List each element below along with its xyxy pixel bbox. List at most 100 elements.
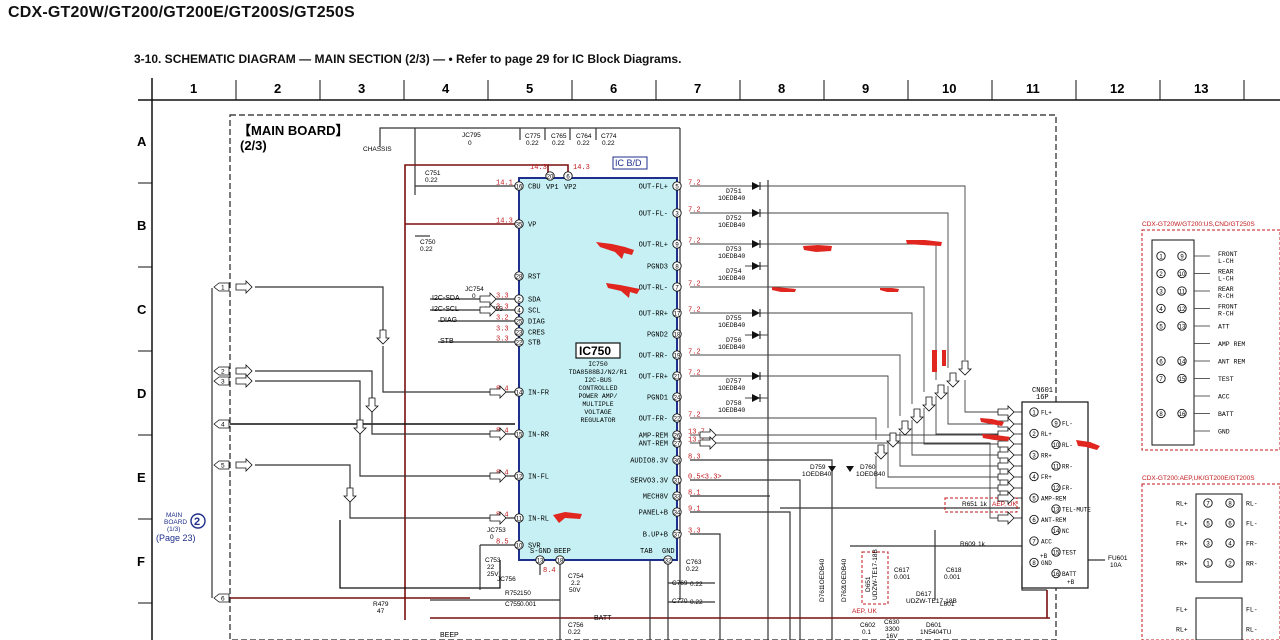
pin-number: 22 <box>516 340 523 346</box>
row-label: D <box>137 386 146 401</box>
pin-marker <box>1051 568 1061 579</box>
ic-left-pin-voltage: 3.3 <box>496 326 509 334</box>
d651-value: UDZW-TE17-18B <box>872 549 879 600</box>
cn601-pin-label: ACC <box>1041 539 1052 546</box>
ic-right-pin-voltage: 8.3 <box>688 454 701 462</box>
signal-arrow <box>489 469 507 483</box>
fu601-label: FU601 <box>1108 555 1128 562</box>
aep-row-left-label: RL+ <box>1176 501 1188 508</box>
aep-row-right-label: RL- <box>1246 501 1258 508</box>
us-row-label: AMP REM <box>1218 341 1245 348</box>
pin-marker <box>545 171 555 181</box>
pin-number: 15 <box>516 432 523 438</box>
pin-marker <box>1177 321 1187 331</box>
us-row-label: ANT REM <box>1218 359 1245 366</box>
d617-value: UDZW-TE17-18B <box>906 598 957 605</box>
c618-value: 0.001 <box>944 574 961 581</box>
net-labels: I2C-SDA I2C-SCL DIAG STB BEEP BATT <box>432 295 612 639</box>
pin-marker <box>555 555 565 565</box>
left-connector-num: 3 <box>221 379 225 386</box>
aep-row-right-label: FL- <box>1246 521 1258 528</box>
pin-marker <box>672 438 682 448</box>
signal-arrow <box>235 280 253 294</box>
signal-arrow <box>997 405 1015 419</box>
ic750-desc-line: VOLTAGE <box>584 409 611 416</box>
ic-left-pin-label: CRES <box>528 330 545 338</box>
ic-right-pin-voltage: 7.2 <box>688 412 701 420</box>
pin-number: 10 <box>1053 443 1060 449</box>
diode-type: 1OEDB40 <box>718 253 745 260</box>
pin-marker <box>514 305 524 315</box>
pin-number: 5 <box>675 184 679 190</box>
pin-marker <box>672 308 682 318</box>
pin-marker <box>672 529 682 539</box>
pin-number: 2 <box>1228 561 1232 567</box>
pin-number: 32 <box>665 558 672 564</box>
pin-number: 6 <box>566 174 570 180</box>
c769-value: 0.22 <box>690 581 703 588</box>
cn601-pin-label: TEST <box>1062 550 1077 557</box>
ic-bottom-pin-label: S-GND <box>530 548 551 556</box>
pin-number: 16 <box>1053 572 1060 578</box>
d759-type: 1OEDB40 <box>802 471 832 478</box>
pin-number: 6 <box>1159 359 1163 365</box>
us-row-label: FRONT <box>1218 304 1238 311</box>
pin-marker <box>1029 407 1039 417</box>
pin-marker <box>1051 418 1061 428</box>
c763-value: 0.22 <box>686 566 699 573</box>
ic-right-pin-label: PGND3 <box>647 264 668 272</box>
c770-value: 0.22 <box>690 599 703 606</box>
ic-top-pin-voltage: 14.3 <box>530 164 547 172</box>
pin-number: 3 <box>1159 289 1163 295</box>
column-label: 10 <box>942 81 956 96</box>
c765-value: 0.22 <box>552 140 565 147</box>
diode-ref: D754 <box>726 268 742 275</box>
pin-number: 9 <box>675 242 679 248</box>
jc753-label: JC753 <box>487 527 506 534</box>
c750-value: 0.22 <box>420 246 433 253</box>
diode-type: 1OEDB40 <box>718 344 745 351</box>
diode-symbol <box>752 331 760 339</box>
ic-right-pin-label: PANEL+B <box>639 510 668 518</box>
c754-voltage: 50V <box>569 587 581 594</box>
ic750-desc-line: CONTROLLED <box>578 385 617 392</box>
main-board-ref-l2: BOARD <box>164 519 187 526</box>
ic-right-pin-label: OUT-FR- <box>639 416 668 424</box>
d601-label: D601 <box>926 622 942 629</box>
ic-left-pin-label: CBU <box>528 184 541 192</box>
c617-label: C617 <box>894 567 910 574</box>
r651-label: R651 <box>962 501 978 508</box>
left-connector-tag <box>213 419 230 429</box>
signal-arrow <box>235 374 253 388</box>
ic-right-pin-label: OUT-FL+ <box>639 184 668 192</box>
pin-marker <box>1177 251 1187 261</box>
chassis-label: CHASSIS <box>363 146 392 153</box>
ic750-description: IC750TDA8588BJ/N2/R1I2C-BUSCONTROLLEDPOW… <box>569 361 628 424</box>
pin-marker <box>1156 303 1166 314</box>
ic-bd-label: IC B/D <box>615 158 642 168</box>
signal-arrow <box>898 420 912 436</box>
signal-arrow <box>997 448 1015 462</box>
pin-number: 4 <box>1228 541 1232 547</box>
pin-number: 18 <box>557 558 564 564</box>
pin-marker <box>535 555 545 565</box>
diode-type: 1OEDB40 <box>718 322 745 329</box>
ic750-desc-line: POWER AMP/ <box>578 393 617 400</box>
ic-right-pin-voltage: 7.2 <box>688 307 701 315</box>
diode-type: 1OEDB40 <box>718 195 745 202</box>
pin-marker <box>1051 504 1061 514</box>
cn601-type: 16P <box>1036 394 1049 402</box>
pin-marker <box>672 491 682 501</box>
ic750-desc-line: REGULATOR <box>580 417 615 424</box>
d762-type: 1OEDB40 <box>841 558 848 588</box>
left-connector-tag <box>213 366 230 376</box>
pin-number: 1 <box>1206 561 1210 567</box>
pin-number: 1 <box>1159 254 1163 260</box>
pin-marker <box>1029 493 1039 503</box>
ic750-desc-line: IC750 <box>588 361 608 368</box>
ic-left-pin-voltage: 14.1 <box>496 180 513 188</box>
r479-label: R479 <box>373 601 389 608</box>
d759-label: D759 <box>810 464 826 471</box>
diode-symbol <box>752 372 760 380</box>
